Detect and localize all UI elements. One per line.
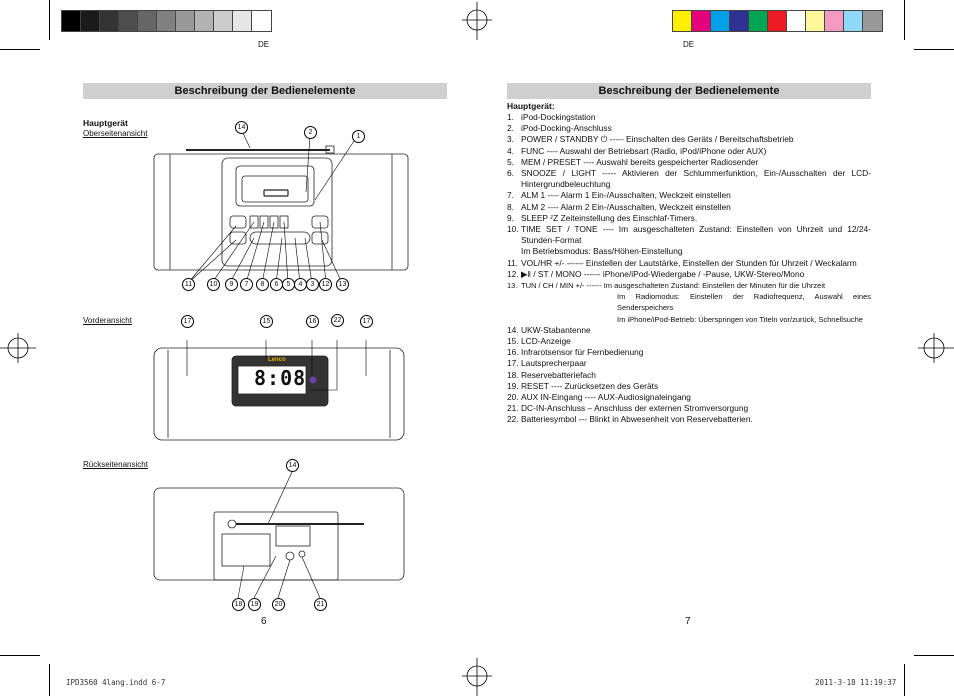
callout-number: 14 [286, 459, 299, 472]
list-item: 14.UKW-Stabantenne [507, 324, 591, 335]
back-view-illustration [153, 471, 405, 599]
callout-number: 16 [306, 315, 319, 328]
color-swatch [806, 11, 825, 31]
list-item: 16.Infrarotsensor für Fernbedienung [507, 347, 644, 358]
list-item: 7.ALM 1 ---- Alarm 1 Ein-/Ausschalten, W… [507, 190, 731, 201]
page-number-right: 7 [685, 616, 691, 627]
right-section-title: Beschreibung der Bedienelemente [507, 83, 871, 99]
left-section-title: Beschreibung der Bedienelemente [83, 83, 447, 99]
list-item: 21.DC-IN-Anschluss – Anschluss der exter… [507, 403, 749, 414]
gray-swatch-bar [61, 10, 272, 32]
list-item: 11.VOL/HR +/- ------ Einstellen der Laut… [507, 257, 857, 268]
color-swatch [787, 11, 806, 31]
top-view-illustration [153, 130, 409, 284]
color-swatch [157, 11, 176, 31]
color-swatch [730, 11, 749, 31]
color-swatch [825, 11, 844, 31]
list-item: Im Betriebsmodus: Bass/Höhen-Einstellung [521, 246, 683, 257]
list-item: 20.AUX IN-Eingang ---- AUX-Audiosignalei… [507, 392, 691, 403]
item13-b: Im Radiomodus: Einstellen der Radiofrequ… [617, 292, 871, 313]
color-swatch [673, 11, 692, 31]
lcd-brand: Lenco [268, 357, 286, 363]
list-item: 2.iPod-Docking-Anschluss [507, 123, 612, 134]
callout-number: 9 [225, 278, 238, 291]
language-tag-right: DE [683, 40, 695, 49]
color-swatch [863, 11, 882, 31]
callout-number: 15 [260, 315, 273, 328]
list-item: 22.Batteriesymbol --- Blinkt in Abwesenh… [507, 414, 753, 425]
color-swatch [749, 11, 768, 31]
list-item: 10.TIME SET / TONE ---- Im ausgeschaltet… [507, 224, 871, 246]
color-swatch [62, 11, 81, 31]
callout-number: 12 [319, 278, 332, 291]
color-swatch [711, 11, 730, 31]
item13-c: Im iPhone/iPod-Betrieb: Überspringen von… [617, 314, 863, 324]
list-item: 19.RESET ---- Zurücksetzen des Geräts [507, 380, 659, 391]
list-item: 5.MEM / PRESET ---- Auswahl bereits gesp… [507, 156, 759, 167]
callout-number: 8 [256, 278, 269, 291]
lcd-time-display: 8:08 [254, 366, 307, 390]
callout-number: 11 [182, 278, 195, 291]
hauptgeraet-list-heading: Hauptgerät: [507, 101, 555, 111]
color-swatch [195, 11, 214, 31]
list-item: 8.ALM 2 ---- Alarm 2 Ein-/Ausschalten, W… [507, 201, 731, 212]
color-swatch [252, 11, 271, 31]
top-view-label: Oberseitenansicht [83, 129, 148, 138]
front-view-illustration [153, 340, 405, 441]
list-item: 15.LCD-Anzeige [507, 336, 571, 347]
callout-number: 2 [304, 126, 317, 139]
color-swatch [844, 11, 863, 31]
item13-a: Im ausgeschalteten Zustand: Einstellen d… [603, 281, 826, 291]
color-swatch [138, 11, 157, 31]
callout-number: 18 [232, 598, 245, 611]
callout-number: 1 [352, 130, 365, 143]
callout-number: 19 [248, 598, 261, 611]
front-view-label: Vorderansicht [83, 316, 132, 325]
item13-head: TUN / CH / MIN +/- ------ [521, 281, 602, 291]
callout-number: 13 [336, 278, 349, 291]
callout-number: 21 [314, 598, 327, 611]
language-tag-left: DE [258, 40, 270, 49]
list-item: 9.SLEEP ᶻZ Zeiteinstellung des Einschlaf… [507, 212, 698, 223]
callout-number: 14 [235, 121, 248, 134]
list-item: 6.SNOOZE / LIGHT ----- Aktivieren der Sc… [507, 168, 871, 190]
list-item: 13. TUN / CH / MIN +/- ------ Im ausgesc… [507, 281, 826, 291]
list-item: 18.Reservebatteriefach [507, 369, 596, 380]
color-swatch [768, 11, 787, 31]
callout-number: 17 [181, 315, 194, 328]
callout-number: 17 [360, 315, 373, 328]
page-number-left: 6 [261, 616, 267, 627]
footer-file-info: IPD3560 4lang.indd 6-7 [66, 678, 166, 687]
color-swatch [214, 11, 233, 31]
hauptgeraet-heading: Hauptgerät [83, 118, 128, 128]
callout-number: 20 [272, 598, 285, 611]
list-item: 1.iPod-Dockingstation [507, 112, 596, 122]
color-swatch [119, 11, 138, 31]
callout-number: 3 [306, 278, 319, 291]
color-swatch [81, 11, 100, 31]
callout-number: 7 [240, 278, 253, 291]
list-item: 4.FUNC ---- Auswahl der Betriebsart (Rad… [507, 145, 767, 156]
callout-number: 10 [207, 278, 220, 291]
list-item: 3.POWER / STANDBY ⏻ ----- Einschalten de… [507, 134, 794, 145]
color-swatch [100, 11, 119, 31]
color-swatch [176, 11, 195, 31]
color-swatch [233, 11, 252, 31]
color-swatch-bar [672, 10, 883, 32]
footer-date-info: 2011-3-18 11:19:37 [815, 678, 897, 687]
callout-number: 22 [331, 314, 344, 327]
back-view-label: Rückseitenansicht [83, 460, 148, 469]
list-item: 12.▶‖ / ST / MONO ------ iPhone/iPod-Wie… [507, 268, 805, 279]
list-item: 17.Lautsprecherpaar [507, 358, 587, 369]
color-swatch [692, 11, 711, 31]
